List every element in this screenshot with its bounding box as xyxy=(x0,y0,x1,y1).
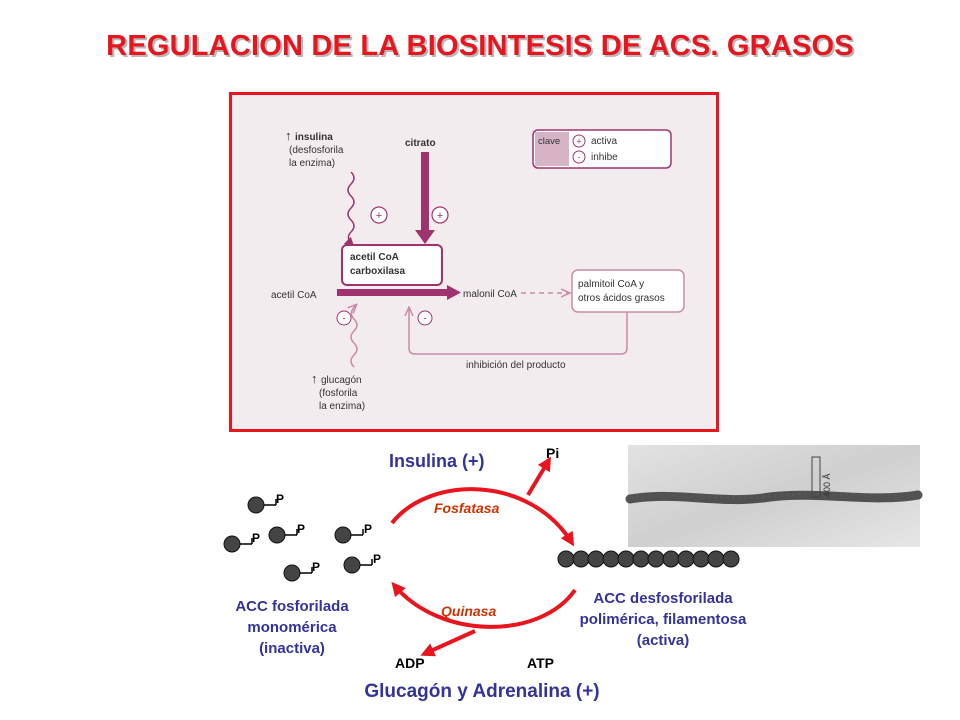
glucagon-cycle-label: Glucagón y Adrenalina (+) xyxy=(364,681,599,702)
acc-monomer-2 xyxy=(268,526,298,544)
feedback-minus-symbol: - xyxy=(423,314,426,325)
malonil-coa-label: malonil CoA xyxy=(463,289,517,300)
atp-label: ATP xyxy=(527,655,554,671)
insulina-up-arrow: ↑ xyxy=(285,128,292,143)
acc-monomer-4 xyxy=(334,526,364,544)
regulation-figure: ↑ insulina (desfosforila la enzima) + + … xyxy=(229,92,719,432)
acc-fosforilada-line-2: monomérica xyxy=(247,619,337,636)
acc-monomer-1 xyxy=(247,496,277,514)
insulina-plus-circle xyxy=(370,206,388,224)
insulina-label: insulina xyxy=(295,132,333,143)
glucagon-wavy-arrow xyxy=(351,305,357,368)
glucagon-minus-symbol: - xyxy=(342,314,345,325)
key-minus-symbol: - xyxy=(578,153,581,163)
citrato-plus-symbol: + xyxy=(437,210,443,222)
citrato-plus-circle xyxy=(431,206,449,224)
acc-desfosforilada-line-2: polimérica, filamentosa xyxy=(580,611,747,628)
quinasa-arrow xyxy=(391,581,577,629)
glucagon-line-3: la enzima) xyxy=(319,401,365,412)
feedback-minus-circle xyxy=(417,310,433,326)
citrato-arrow-shaft xyxy=(421,152,429,232)
key-activa: activa xyxy=(591,136,618,147)
key-clave: clave xyxy=(538,136,560,147)
end-product-line-1: palmitoil CoA y xyxy=(578,279,644,290)
enzyme-box xyxy=(341,244,443,286)
feedback-arrow xyxy=(409,308,628,355)
fosfatasa-arrow xyxy=(390,487,575,547)
glucagon-label: glucagón xyxy=(321,375,362,386)
enzyme-name-line-2: carboxilasa xyxy=(350,266,405,277)
enzyme-name-line-1: acetil CoA xyxy=(350,252,399,263)
acc-fosforilada-line-1: ACC fosforilada xyxy=(235,598,349,615)
insulina-line-3: la enzima) xyxy=(289,158,335,169)
pi-label: Pi xyxy=(546,445,559,461)
acc-fosforilada-line-3: (inactiva) xyxy=(259,640,325,657)
p-label-4: P xyxy=(364,522,372,536)
reaction-arrow-head xyxy=(447,285,461,300)
key-plus-symbol: + xyxy=(576,137,581,147)
key-box-shade xyxy=(535,132,569,166)
fosfatasa-label: Fosfatasa xyxy=(434,500,500,516)
citrato-label: citrato xyxy=(405,138,436,149)
acc-polymer xyxy=(557,550,740,568)
glucagon-up-arrow: ↑ xyxy=(311,371,318,386)
insulina-cycle-label: Insulina (+) xyxy=(389,451,485,471)
reaction-arrow-shaft xyxy=(337,289,449,296)
acc-monomer-5 xyxy=(343,556,373,574)
micrograph-scale: 400 Å xyxy=(822,473,832,497)
acc-desfosforilada-line-3: (activa) xyxy=(637,632,690,649)
acc-desfosforilada-line-1: ACC desfosforilada xyxy=(593,590,733,607)
citrato-arrow-head xyxy=(415,230,435,244)
insulina-wavy-arrow xyxy=(343,171,355,248)
p-label-3: P xyxy=(252,531,260,545)
end-product-box xyxy=(571,269,685,313)
end-product-line-2: otros ácidos grasos xyxy=(578,293,665,304)
acc-monomer-6 xyxy=(283,564,313,582)
key-plus-circle xyxy=(572,134,586,148)
insulina-line-2: (desfosforila xyxy=(289,145,344,156)
micrograph-image xyxy=(625,445,923,547)
glucagon-line-2: (fosforila xyxy=(319,388,358,399)
quinasa-label: Quinasa xyxy=(441,603,496,619)
p-label-6: P xyxy=(312,560,320,574)
adp-arrow xyxy=(420,629,476,657)
cycle-diagram: 400 Å P P P P P xyxy=(223,445,923,702)
acetil-coa-label: acetil CoA xyxy=(271,290,317,301)
p-label-1: P xyxy=(276,492,284,506)
p-label-5: P xyxy=(373,552,381,566)
insulina-plus-symbol: + xyxy=(376,210,382,222)
p-label-2: P xyxy=(297,522,305,536)
feedback-label: inhibición del producto xyxy=(466,360,566,371)
key-inhibe: inhibe xyxy=(591,152,618,163)
page-title: REGULACION DE LA BIOSINTESIS DE ACS. GRA… xyxy=(106,30,854,62)
acc-monomer-3 xyxy=(223,535,253,553)
glucagon-minus-circle xyxy=(336,310,352,326)
pi-arrow xyxy=(526,456,552,497)
adp-label: ADP xyxy=(395,655,425,671)
key-minus-circle xyxy=(572,150,586,164)
